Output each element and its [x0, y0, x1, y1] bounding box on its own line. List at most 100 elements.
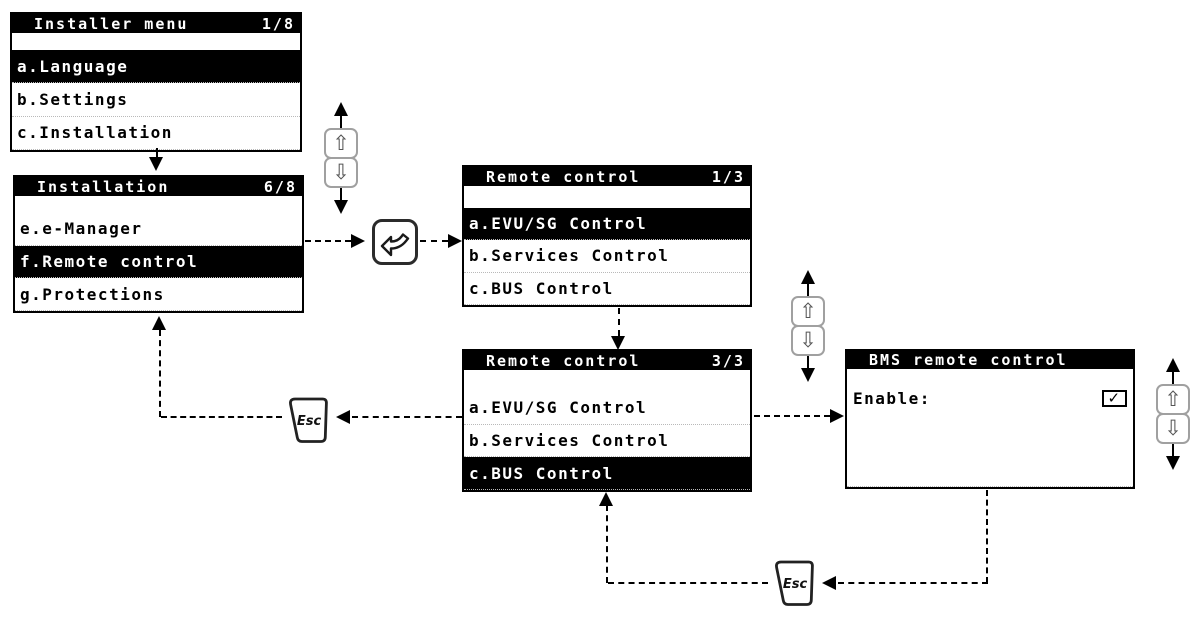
menu-item-label: f.Remote control	[20, 252, 199, 271]
screen-title: Installer menu	[34, 14, 189, 33]
arrow-right-icon	[830, 409, 844, 423]
screen-title: Remote control	[486, 167, 641, 186]
connector-line	[1172, 444, 1174, 456]
menu-item-evu-sg-control[interactable]: a.EVU/SG Control	[464, 392, 750, 425]
connector-line	[1172, 372, 1174, 384]
arrow-left-icon	[336, 410, 350, 424]
enable-field-label: Enable:	[853, 388, 931, 408]
screen-installation: Installation 6/8 e.e-Manager f.Remote co…	[13, 175, 304, 313]
connector-line	[305, 240, 351, 242]
arrow-up-icon	[152, 316, 166, 330]
arrow-down-icon	[334, 200, 348, 214]
screen-body: a.Language b.Settings c.Installation	[12, 33, 300, 150]
enable-checkbox[interactable]: ✓	[1102, 388, 1127, 407]
menu-item-label: e.e-Manager	[20, 219, 143, 239]
screen-body: Enable: ✓	[847, 369, 1133, 487]
screen-header: BMS remote control	[847, 351, 1133, 369]
arrow-down-icon	[149, 157, 163, 171]
down-arrow-key-icon: ⇩	[799, 328, 817, 352]
screen-remote-control-page1: Remote control 1/3 a.EVU/SG Control b.Se…	[462, 165, 752, 307]
blank-row	[847, 369, 1133, 381]
blank-row	[15, 196, 302, 213]
connector-line	[161, 416, 282, 418]
connector-line	[986, 490, 988, 583]
connector-line	[807, 356, 809, 368]
checkmark-icon: ✓	[1107, 388, 1122, 407]
screen-header: Remote control 3/3	[464, 351, 750, 370]
down-key[interactable]: ⇩	[791, 325, 825, 356]
esc-key[interactable]: Esc	[768, 558, 818, 610]
menu-item-protections[interactable]: g.Protections	[15, 278, 302, 312]
enter-key[interactable]	[372, 219, 418, 265]
screen-header: Remote control 1/3	[464, 167, 750, 186]
arrow-up-icon	[599, 492, 613, 506]
up-down-scroll-keys: ⇧ ⇩	[1153, 358, 1193, 470]
up-down-scroll-keys: ⇧ ⇩	[321, 102, 361, 214]
arrow-right-icon	[448, 234, 462, 248]
menu-item-label: c.Installation	[17, 123, 173, 143]
screen-header: Installation 6/8	[15, 177, 302, 196]
menu-item-label: a.Language	[17, 56, 129, 76]
screen-bms-remote-control: BMS remote control Enable: ✓	[845, 349, 1135, 489]
menu-item-remote-control[interactable]: f.Remote control	[15, 245, 302, 279]
blank-row	[464, 186, 750, 208]
down-arrow-key-icon: ⇩	[332, 160, 350, 184]
blank-row	[12, 33, 300, 50]
connector-line	[838, 582, 988, 584]
screen-header: Installer menu 1/8	[12, 14, 300, 33]
esc-key-label: Esc	[783, 577, 808, 592]
connector-line	[156, 148, 158, 158]
connector-line	[340, 188, 342, 200]
down-key[interactable]: ⇩	[324, 157, 358, 188]
menu-item-language[interactable]: a.Language	[12, 50, 300, 84]
screen-installer-menu: Installer menu 1/8 a.Language b.Settings…	[10, 12, 302, 152]
menu-item-e-manager[interactable]: e.e-Manager	[15, 213, 302, 246]
page-indicator: 1/8	[261, 14, 295, 33]
screen-title: Remote control	[486, 351, 641, 370]
connector-line	[340, 116, 342, 128]
arrow-up-icon	[1166, 358, 1180, 372]
up-arrow-key-icon: ⇧	[1164, 387, 1182, 411]
down-arrow-key-icon: ⇩	[1164, 416, 1182, 440]
up-key[interactable]: ⇧	[791, 296, 825, 327]
menu-item-label: a.EVU/SG Control	[469, 398, 648, 418]
page-indicator: 6/8	[263, 177, 297, 196]
page-indicator: 1/3	[711, 167, 745, 186]
blank-area	[847, 415, 1133, 487]
screen-remote-control-page3: Remote control 3/3 a.EVU/SG Control b.Se…	[462, 349, 752, 492]
page-indicator: 3/3	[711, 351, 745, 370]
menu-item-services-control[interactable]: b.Services Control	[464, 240, 750, 273]
menu-item-settings[interactable]: b.Settings	[12, 83, 300, 117]
menu-item-bus-control[interactable]: c.BUS Control	[464, 457, 750, 491]
screen-title: Installation	[37, 177, 170, 196]
up-arrow-key-icon: ⇧	[332, 131, 350, 155]
menu-item-label: b.Services Control	[469, 431, 670, 450]
menu-item-services-control[interactable]: b.Services Control	[464, 425, 750, 458]
up-key[interactable]: ⇧	[1156, 384, 1190, 415]
arrow-up-icon	[801, 270, 815, 284]
down-key[interactable]: ⇩	[1156, 413, 1190, 444]
up-down-scroll-keys: ⇧ ⇩	[788, 270, 828, 382]
screen-body: a.EVU/SG Control b.Services Control c.BU…	[464, 186, 750, 305]
arrow-down-icon	[611, 336, 625, 350]
enable-field-row: Enable: ✓	[847, 381, 1133, 415]
menu-item-label: b.Settings	[17, 89, 129, 109]
up-key[interactable]: ⇧	[324, 128, 358, 159]
connector-line	[807, 284, 809, 296]
menu-item-bus-control[interactable]: c.BUS Control	[464, 273, 750, 305]
screen-body: a.EVU/SG Control b.Services Control c.BU…	[464, 370, 750, 491]
menu-item-evu-sg-control[interactable]: a.EVU/SG Control	[464, 208, 750, 241]
menu-item-label: a.EVU/SG Control	[469, 214, 648, 234]
esc-key[interactable]: Esc	[282, 395, 332, 447]
connector-line	[608, 582, 768, 584]
up-arrow-key-icon: ⇧	[799, 299, 817, 323]
connector-line	[618, 308, 620, 336]
blank-row	[464, 370, 750, 392]
arrow-left-icon	[822, 576, 836, 590]
connector-line	[352, 416, 462, 418]
menu-item-label: b.Services Control	[469, 246, 670, 266]
arrow-right-icon	[351, 234, 365, 248]
menu-item-label: c.BUS Control	[469, 463, 614, 483]
menu-item-installation[interactable]: c.Installation	[12, 117, 300, 150]
arrow-down-icon	[801, 368, 815, 382]
